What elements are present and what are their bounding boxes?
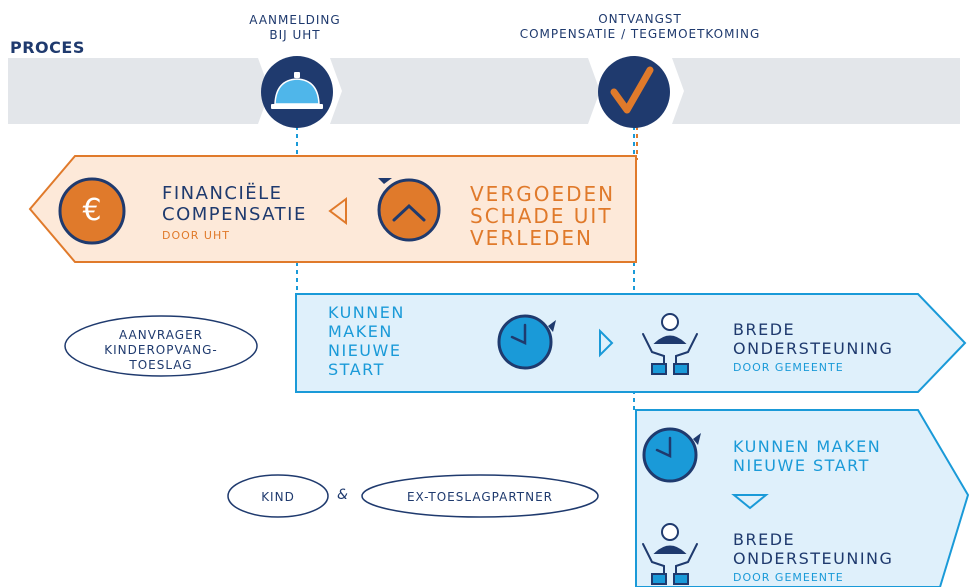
fresh-start-text-1: KUNNEN MAKEN NIEUWE START — [328, 303, 405, 379]
blue-band-1 — [295, 293, 967, 393]
applicant-label: AANVRAGER KINDEROPVANG- TOESLAG — [66, 328, 256, 373]
fresh-start-2-line-2: NIEUWE START — [733, 456, 870, 475]
milestone-registration-line-2: BIJ UHT — [269, 28, 321, 42]
applicant-oval — [64, 315, 258, 377]
milestone-registration-line-1: AANMELDING — [249, 13, 341, 27]
child-label: KIND — [261, 490, 295, 504]
support-1-sub: DOOR GEMEENTE — [733, 361, 844, 374]
support-2-sub: DOOR GEMEENTE — [733, 571, 844, 584]
arrow-right-icon — [599, 328, 614, 358]
milestone-receipt-line-2: COMPENSATIE / TEGEMOETKOMING — [519, 27, 761, 41]
support-2-line-2: ONDERSTEUNING — [733, 549, 894, 568]
euro-symbol: € — [82, 193, 102, 228]
financial-line-1: FINANCIËLE — [162, 183, 283, 204]
reimburse-line-3: VERLEDEN — [470, 226, 593, 250]
milestone-registration-label: AANMELDING BIJ UHT — [230, 13, 360, 43]
support-1-line-2: ONDERSTEUNING — [733, 339, 894, 358]
fresh-start-text-2: KUNNEN MAKEN NIEUWE START — [733, 437, 881, 475]
broad-support-text-2: BREDE ONDERSTEUNING DOOR GEMEENTE — [733, 530, 893, 587]
ex-partner-label: EX-TOESLAGPARTNER — [406, 490, 554, 504]
process-band — [8, 58, 960, 124]
fresh-start-1-line-2: MAKEN — [328, 322, 393, 341]
process-label: PROCES — [10, 38, 85, 57]
broad-support-text-1: BREDE ONDERSTEUNING DOOR GEMEENTE — [733, 320, 893, 377]
arrow-left-icon — [328, 197, 347, 225]
reimburse-damage-text: VERGOEDEN SCHADE UIT VERLEDEN — [470, 183, 615, 249]
child-oval — [227, 474, 329, 518]
milestone-receipt-label: ONTVANGST COMPENSATIE / TEGEMOETKOMING — [490, 12, 790, 42]
arrow-down-icon — [731, 494, 769, 510]
reimburse-line-2: SCHADE UIT — [470, 204, 613, 228]
fresh-start-1-line-3: NIEUWE — [328, 341, 402, 360]
clock-icon — [497, 314, 556, 370]
blue-band-2 — [635, 409, 970, 587]
ex-partner-oval — [361, 474, 599, 518]
fresh-start-1-line-4: START — [328, 360, 385, 379]
financial-compensation-text: FINANCIËLE COMPENSATIE DOOR UHT — [162, 183, 307, 246]
applicant-line-1: AANVRAGER — [118, 328, 203, 342]
history-clock-icon — [377, 178, 441, 242]
helping-hands-icon — [642, 313, 698, 375]
euro-icon — [58, 177, 126, 245]
financial-line-2: COMPENSATIE — [162, 204, 307, 225]
ampersand: & — [337, 487, 348, 503]
bell-icon — [261, 56, 333, 128]
fresh-start-1-line-1: KUNNEN — [328, 303, 405, 322]
support-1-line-1: BREDE — [733, 320, 796, 339]
support-2-line-1: BREDE — [733, 530, 796, 549]
checkmark-icon — [598, 56, 670, 128]
helping-hands-icon — [642, 523, 698, 585]
financial-sub: DOOR UHT — [162, 229, 230, 242]
milestone-receipt-line-1: ONTVANGST — [598, 12, 682, 26]
applicant-line-3: TOESLAG — [129, 358, 193, 372]
fresh-start-2-line-1: KUNNEN MAKEN — [733, 437, 882, 456]
clock-icon — [642, 427, 701, 483]
applicant-line-2: KINDEROPVANG- — [104, 343, 218, 357]
reimburse-line-1: VERGOEDEN — [470, 182, 616, 206]
